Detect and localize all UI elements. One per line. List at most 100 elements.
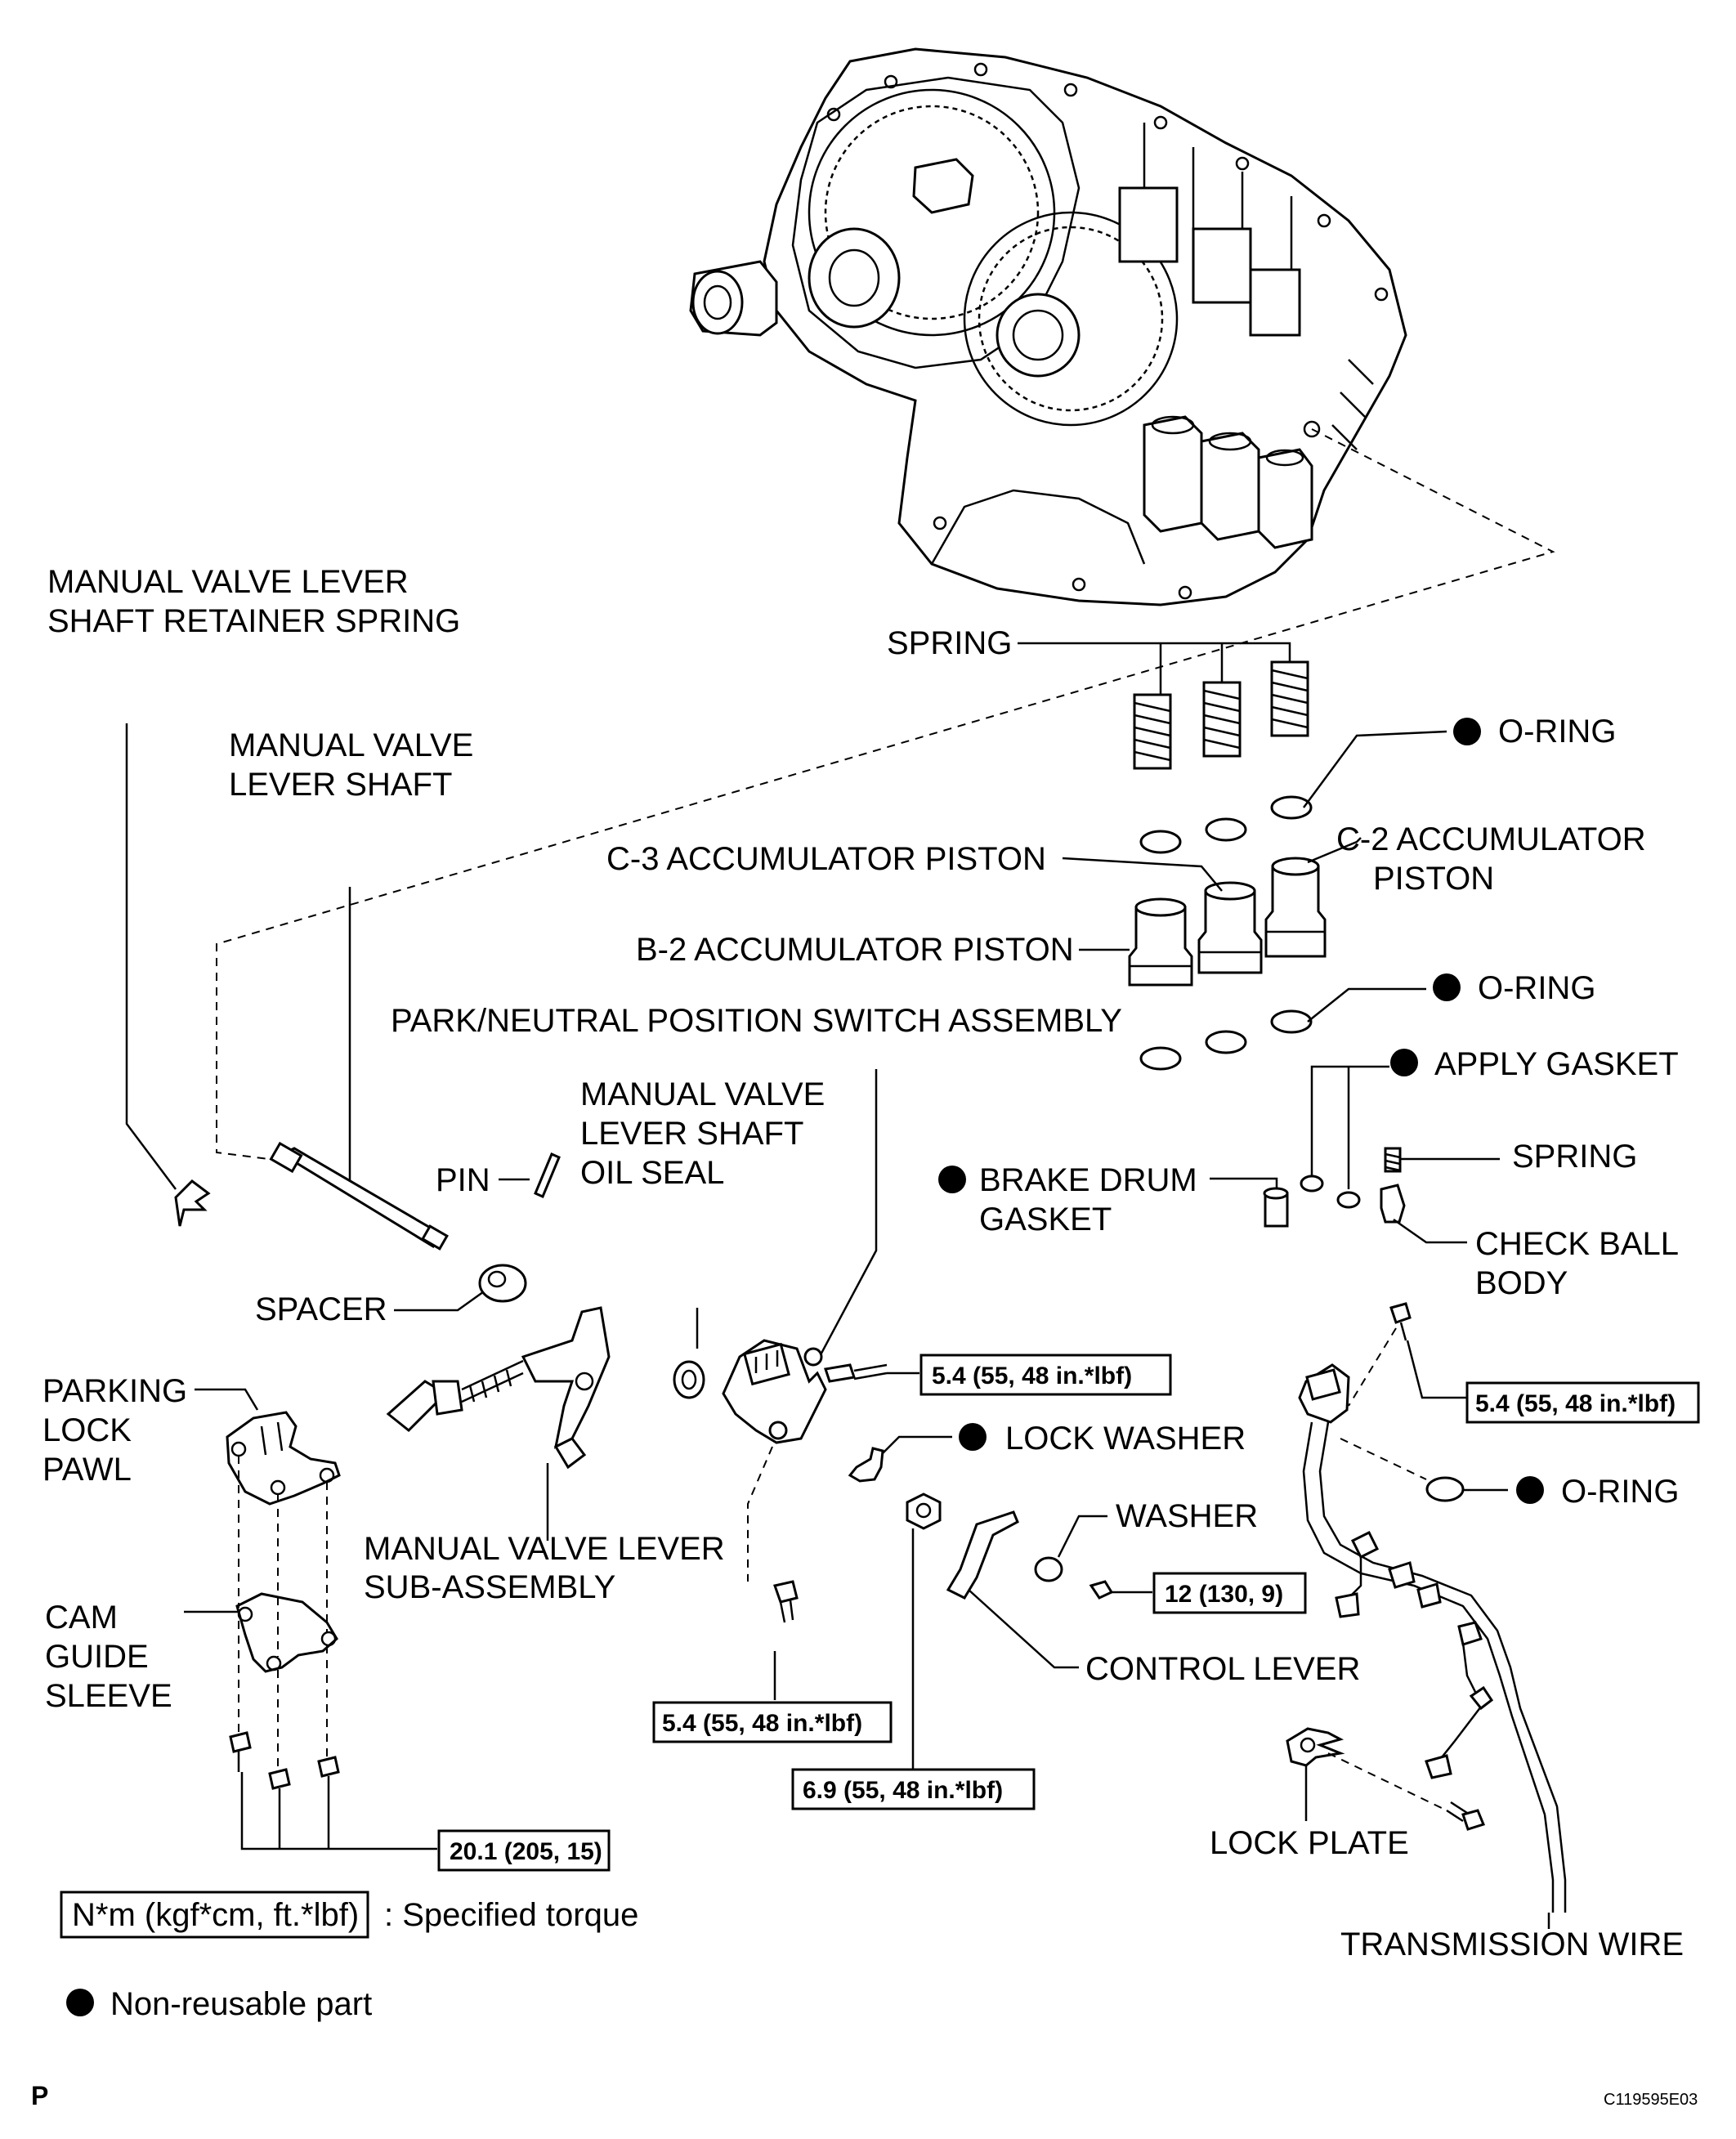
non-reusable-marker-lock-washer <box>959 1423 987 1451</box>
pawl-bolts <box>229 1731 437 1850</box>
parking-lock-pawl-leader <box>195 1388 259 1411</box>
torque-box-1 <box>919 1354 1172 1396</box>
lever-shaft-label-line2: LEVER SHAFT <box>229 767 452 803</box>
torque-4-text: 5.4 (55, 48 in.*lbf) <box>662 1710 862 1737</box>
legend-torque-box <box>60 1891 369 1939</box>
check-ball-body-label-line2: BODY <box>1475 1265 1568 1301</box>
apply-gasket-label: APPLY GASKET <box>1434 1046 1679 1082</box>
retainer-spring-label-line2: SHAFT RETAINER SPRING <box>47 603 460 639</box>
torque-3-text: 12 (130, 9) <box>1165 1581 1283 1608</box>
oring-3-dashed <box>1340 1438 1427 1480</box>
torque-2-text: 5.4 (55, 48 in.*lbf) <box>1475 1390 1676 1417</box>
legend-non-reusable-marker <box>66 1989 94 2016</box>
torque-5-text: 6.9 (55, 48 in.*lbf) <box>803 1777 1003 1804</box>
torque-box-6 <box>437 1829 611 1872</box>
c2-piston-label-line1: C-2 ACCUMULATOR <box>1336 821 1646 857</box>
apply-gasket-group <box>1210 1065 1500 1244</box>
spring-small-label: SPRING <box>1512 1139 1637 1175</box>
transmission-wire-part <box>1298 1363 1567 1913</box>
washer-leader <box>1057 1515 1107 1558</box>
legend-torque-desc: : Specified torque <box>384 1897 638 1933</box>
lever-shaft-label-line1: MANUAL VALVE <box>229 727 473 763</box>
footer-left-code: P <box>31 2081 48 2110</box>
cam-guide-sleeve-label-line1: CAM <box>45 1600 118 1636</box>
wire-bolt-dashed <box>1348 1327 1397 1407</box>
pnp-switch-leader <box>816 1069 878 1362</box>
retainer-spring-label-line1: MANUAL VALVE LEVER <box>47 564 409 600</box>
parking-lock-pawl-label-line3: PAWL <box>43 1452 132 1488</box>
washer-label: WASHER <box>1116 1498 1258 1534</box>
parking-lock-pawl-label-line1: PARKING <box>43 1373 187 1409</box>
brake-drum-gasket-label-line1: BRAKE DRUM <box>979 1162 1197 1198</box>
non-reusable-marker-oring-3 <box>1516 1476 1544 1504</box>
pin-label: PIN <box>436 1162 490 1198</box>
pin-part <box>534 1152 561 1198</box>
oring-3-label: O-RING <box>1561 1474 1679 1510</box>
b2-piston-label: B-2 ACCUMULATOR PISTON <box>636 932 1074 968</box>
washer-part <box>1034 1556 1063 1582</box>
control-lever-part <box>946 1510 1079 1669</box>
lock-plate-dashed <box>1327 1752 1447 1811</box>
oil-seal-label-line1: MANUAL VALVE <box>580 1076 825 1112</box>
lever-sub-assembly-part <box>386 1306 611 1470</box>
oring-2-label: O-RING <box>1478 970 1595 1006</box>
non-reusable-marker-oring-1 <box>1453 718 1481 745</box>
torque-box-5 <box>791 1768 1036 1810</box>
lever-shaft-part <box>269 1141 449 1251</box>
retainer-spring-part <box>174 1179 211 1227</box>
torque-1-text: 5.4 (55, 48 in.*lbf) <box>932 1363 1132 1389</box>
oil-seal-label-line2: LEVER SHAFT <box>580 1116 803 1152</box>
cam-guide-sleeve-part <box>235 1592 338 1673</box>
torque-box-3 <box>1152 1572 1307 1614</box>
pnp-switch-label: PARK/NEUTRAL POSITION SWITCH ASSEMBLY <box>391 1003 1122 1039</box>
oring-3-part <box>1425 1476 1465 1502</box>
lever-sub-assembly-label-line1: MANUAL VALVE LEVER <box>364 1531 725 1567</box>
oring-1-label: O-RING <box>1498 714 1616 750</box>
bolt-pnp-right <box>824 1363 919 1383</box>
spacer-part <box>478 1264 527 1303</box>
pnp-bolt-dashed <box>747 1446 773 1582</box>
lever-sub-assembly-label-line2: SUB-ASSEMBLY <box>364 1569 615 1605</box>
cam-guide-sleeve-label-line2: GUIDE <box>45 1639 149 1675</box>
o-rings-lower <box>1139 987 1426 1071</box>
brake-drum-gasket-label-line2: GASKET <box>979 1202 1112 1237</box>
parking-lock-pawl-label-line2: LOCK <box>43 1412 132 1448</box>
transaxle-case-drawing <box>689 47 1407 606</box>
torque-6-text: 20.1 (205, 15) <box>450 1838 602 1865</box>
c2-piston-label-line2: PISTON <box>1373 861 1494 897</box>
c3-piston-label: C-3 ACCUMULATOR PISTON <box>606 841 1046 877</box>
transmission-wire-label: TRANSMISSION WIRE <box>1340 1926 1684 1962</box>
bolt-pnp-bottom <box>773 1580 799 1700</box>
spacer-label: SPACER <box>255 1291 387 1327</box>
wire-bolt-leader <box>1406 1340 1467 1399</box>
spring-top-label: SPRING <box>887 625 1012 661</box>
accumulator-pistons <box>1062 837 1362 987</box>
pnp-switch-part <box>722 1339 827 1444</box>
nut-part <box>906 1492 942 1792</box>
cam-guide-sleeve-label-line3: SLEEVE <box>45 1678 172 1714</box>
springs-top <box>1018 642 1309 770</box>
lock-plate-part <box>1286 1727 1345 1767</box>
non-reusable-marker-oring-2 <box>1433 973 1461 1001</box>
bolt-lock-plate <box>1446 1801 1486 1831</box>
torque-box-2 <box>1465 1381 1700 1424</box>
spacer-leader <box>394 1288 487 1312</box>
non-reusable-marker-apply-gasket <box>1390 1049 1418 1076</box>
control-lever-label: CONTROL LEVER <box>1085 1651 1360 1687</box>
bolt-wire-connector <box>1389 1302 1412 1341</box>
lock-washer-label: LOCK WASHER <box>1005 1421 1246 1457</box>
check-ball-body-label-line1: CHECK BALL <box>1475 1226 1679 1262</box>
torque-box-4 <box>652 1701 893 1743</box>
footer-figure-id: C119595E03 <box>1604 2091 1698 2109</box>
legend-torque-unit: N*m (kgf*cm, ft.*lbf) <box>72 1897 359 1933</box>
non-reusable-marker-brake-drum-gasket <box>938 1166 966 1193</box>
parking-lock-pawl-part <box>226 1411 341 1506</box>
legend-non-reusable-text: Non-reusable part <box>110 1986 372 2022</box>
lock-washer-part <box>848 1435 952 1483</box>
oil-seal-part <box>673 1360 705 1399</box>
oil-seal-label-line3: OIL SEAL <box>580 1155 724 1191</box>
lock-plate-label: LOCK PLATE <box>1210 1825 1409 1861</box>
o-rings-upper <box>1139 730 1447 854</box>
